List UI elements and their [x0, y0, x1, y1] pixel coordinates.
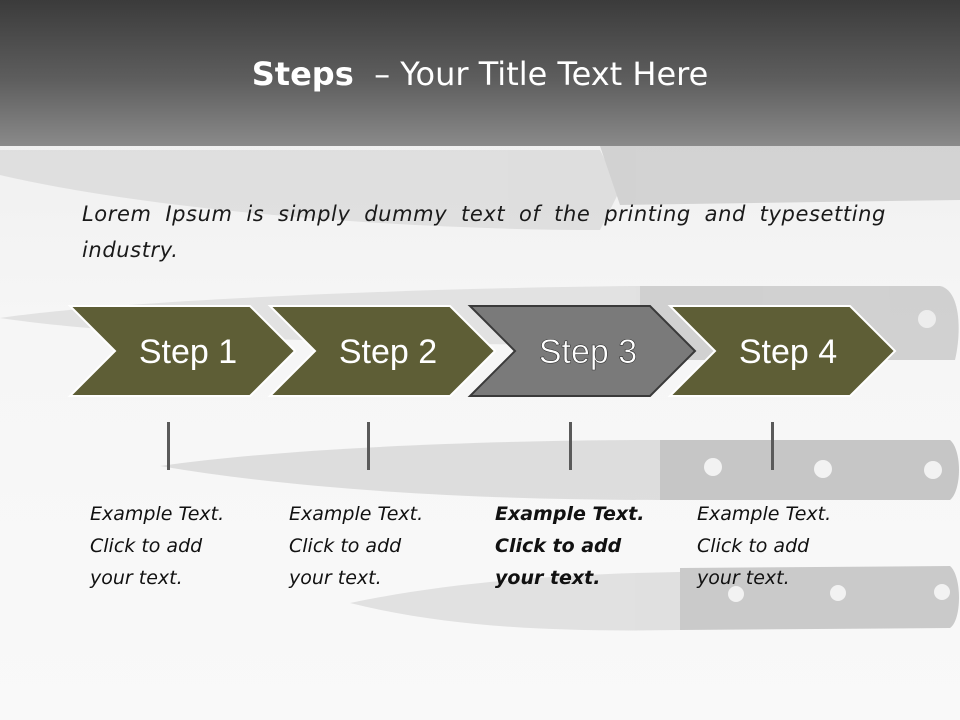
step-1-note-line1: Example Text. — [90, 503, 225, 525]
step-4-connector — [771, 422, 774, 470]
step-1-shape — [67, 305, 297, 397]
step-1-label: Step 1 — [139, 333, 237, 371]
title-bar: Steps – Your Title Text Here — [0, 0, 960, 146]
step-3-note-line2: Click to add — [495, 535, 622, 557]
step-1-chevron[interactable]: Step 1 — [67, 305, 297, 397]
step-1-connector — [167, 422, 170, 470]
step-4-shape — [667, 305, 897, 397]
step-4-chevron[interactable]: Step 4 — [667, 305, 897, 397]
step-1-note-line2: Click to add — [90, 535, 203, 557]
title-text: – Your Title Text Here — [374, 55, 709, 93]
step-2-note-line3: your text. — [289, 567, 382, 589]
step-4-note-line1: Example Text. — [697, 503, 832, 525]
step-4-note-line2: Click to add — [697, 535, 810, 557]
slide-title[interactable]: Steps – Your Title Text Here — [0, 52, 960, 96]
step-2-shape — [267, 305, 497, 397]
step-2-chevron[interactable]: Step 2 — [267, 305, 497, 397]
step-3-note-line3: your text. — [495, 567, 601, 589]
intro-text[interactable]: Lorem Ipsum is simply dummy text of the … — [82, 202, 886, 262]
step-1-note-line3: your text. — [90, 567, 183, 589]
step-2-connector — [367, 422, 370, 470]
step-2-note-line1: Example Text. — [289, 503, 424, 525]
step-4-note[interactable]: Example Text. Click to add your text. — [697, 498, 887, 594]
step-4-note-line3: your text. — [697, 567, 790, 589]
step-3-shape — [467, 305, 697, 397]
step-2-note[interactable]: Example Text. Click to add your text. — [289, 498, 479, 594]
step-2-note-line2: Click to add — [289, 535, 402, 557]
step-3-label: Step 3 — [539, 333, 637, 371]
step-3-chevron[interactable]: Step 3 — [467, 305, 697, 397]
step-2-label: Step 2 — [339, 333, 437, 371]
step-3-note-line1: Example Text. — [495, 503, 645, 525]
title-emphasis: Steps — [251, 55, 354, 93]
step-3-note[interactable]: Example Text. Click to add your text. — [495, 498, 685, 594]
step-4-label: Step 4 — [739, 333, 837, 371]
step-1-note[interactable]: Example Text. Click to add your text. — [90, 498, 280, 594]
step-3-connector — [569, 422, 572, 470]
